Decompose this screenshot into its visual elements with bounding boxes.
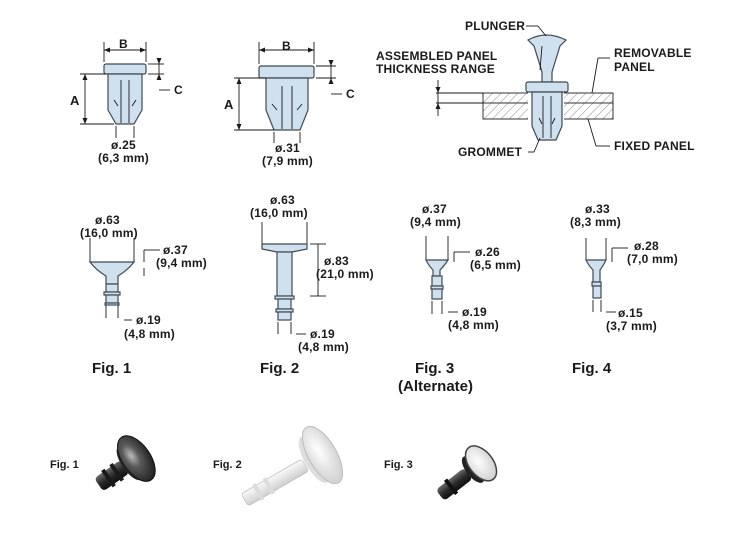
fig4-head-in: ø.33 — [585, 202, 610, 216]
fig4-caption: Fig. 4 — [572, 360, 612, 377]
fig1-head-in: ø.63 — [95, 213, 120, 227]
part1-label-b: B — [119, 37, 128, 51]
photo-fig3-fastener — [437, 445, 498, 500]
fig3-shaft-in: ø.19 — [462, 305, 487, 319]
part1-dim-mm: (6,3 mm) — [98, 151, 149, 165]
fig3-shaft-mm: (4,8 mm) — [448, 318, 499, 332]
top-part-1 — [80, 42, 170, 138]
fig2-shaft-mm: (4,8 mm) — [298, 340, 349, 354]
fig3-mid-in: ø.26 — [475, 245, 500, 259]
photo2-caption: Fig. 2 — [213, 459, 242, 471]
fig4-head-mm: (8,3 mm) — [570, 215, 621, 229]
fig3-caption: Fig. 3 — [415, 360, 455, 377]
part2-dim-in: ø.31 — [275, 141, 300, 155]
fig4-mid-in: ø.28 — [634, 239, 659, 253]
part2-label-b: B — [282, 39, 291, 53]
part1-label-a: A — [70, 93, 80, 108]
assembly-view — [435, 25, 614, 153]
fig2-len-in: ø.83 — [324, 254, 349, 268]
assembled-panel-label: ASSEMBLED PANEL — [376, 49, 498, 63]
fig1-shaft-mm: (4,8 mm) — [124, 327, 175, 341]
fig1-shaft-in: ø.19 — [136, 313, 161, 327]
fig1-drawing — [88, 238, 160, 321]
fig1-mid-mm: (9,4 mm) — [156, 256, 207, 270]
panel-label: PANEL — [614, 60, 655, 74]
fixed-panel-label: FIXED PANEL — [614, 139, 695, 153]
thickness-range-label: THICKNESS RANGE — [376, 62, 496, 76]
fig1-caption: Fig. 1 — [92, 360, 132, 377]
fig3-drawing — [425, 236, 470, 314]
fig3-head-mm: (9,4 mm) — [410, 215, 461, 229]
photo-fig2-fastener — [241, 425, 344, 506]
part2-label-c: C — [346, 87, 355, 101]
photo3-caption: Fig. 3 — [384, 459, 413, 471]
photo1-caption: Fig. 1 — [50, 459, 79, 471]
part1-dim-in: ø.25 — [111, 138, 136, 152]
fig4-drawing — [585, 238, 628, 313]
fig2-caption: Fig. 2 — [260, 360, 300, 377]
part2-label-a: A — [224, 97, 234, 112]
fig2-drawing — [261, 222, 326, 335]
grommet-label: GROMMET — [458, 145, 523, 159]
fig4-shaft-in: ø.15 — [618, 306, 643, 320]
part2-dim-mm: (7,9 mm) — [262, 154, 313, 168]
fig3-head-in: ø.37 — [422, 202, 447, 216]
fig2-shaft-in: ø.19 — [310, 327, 335, 341]
removable-label: REMOVABLE — [614, 46, 692, 60]
photo-fig1-fastener — [95, 435, 156, 490]
part1-label-c: C — [174, 83, 183, 97]
fig1-head-mm: (16,0 mm) — [80, 226, 138, 240]
fig3-mid-mm: (6,5 mm) — [470, 258, 521, 272]
plunger-label: PLUNGER — [465, 19, 526, 33]
fig2-head-mm: (16,0 mm) — [250, 206, 308, 220]
fig4-shaft-mm: (3,7 mm) — [606, 319, 657, 333]
fig4-mid-mm: (7,0 mm) — [627, 252, 678, 266]
top-part-2 — [234, 42, 342, 143]
fig2-len-mm: (21,0 mm) — [316, 267, 374, 281]
fig2-head-in: ø.63 — [270, 193, 295, 207]
fig3-caption-alternate: (Alternate) — [398, 378, 474, 395]
fig1-mid-in: ø.37 — [163, 243, 188, 257]
